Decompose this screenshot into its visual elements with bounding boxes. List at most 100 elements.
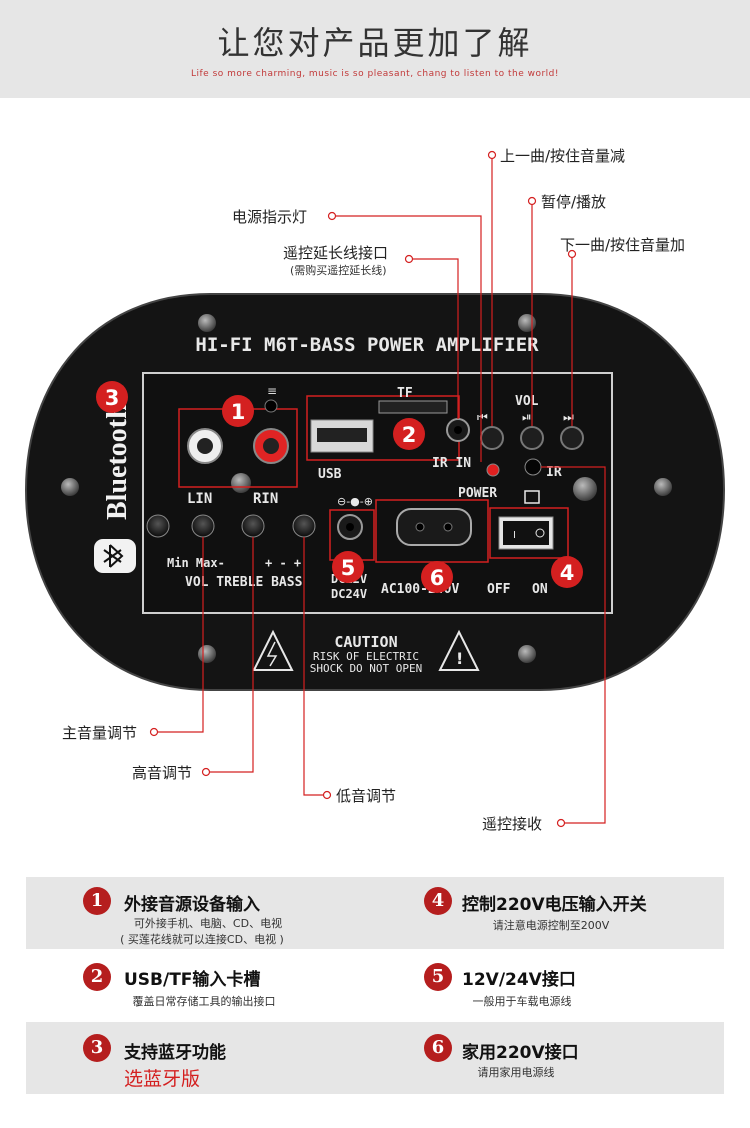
- feature-number-6: 6: [424, 1034, 452, 1062]
- caution-icon: [438, 629, 480, 671]
- feature-row-3: 3 支持蓝牙功能 选蓝牙版 6 家用220V接口 请用家用电源线: [26, 1022, 724, 1094]
- page-header: 让您对产品更加了解 Life so more charming, music i…: [0, 0, 750, 98]
- model-title: HI-FI M6T-BASS POWER AMPLIFIER: [195, 334, 539, 356]
- tf-card-slot[interactable]: [378, 400, 448, 414]
- feature-title-2: USB/TF输入卡槽: [124, 970, 261, 990]
- screw-icon: [573, 477, 597, 501]
- caution-line-2: SHOCK DO NOT OPEN: [310, 662, 423, 675]
- feature-number-2: 2: [83, 963, 111, 991]
- badge-3: [96, 381, 128, 413]
- ac-input-socket[interactable]: [396, 508, 472, 546]
- next-track-button[interactable]: [560, 426, 584, 450]
- feature-number-5: 5: [424, 963, 452, 991]
- caution-title: CAUTION: [334, 633, 397, 651]
- label-usb: USB: [318, 467, 342, 482]
- callout-bass: 低音调节: [336, 787, 397, 805]
- label-lin: LIN: [187, 491, 212, 507]
- svg-text:1: 1: [231, 400, 246, 424]
- bluetooth-icon: [103, 544, 124, 568]
- page-subtitle: Life so more charming, music is so pleas…: [190, 69, 559, 79]
- screw-icon: [198, 314, 216, 332]
- warning-icon: [252, 629, 294, 671]
- screw-icon: [518, 645, 536, 663]
- feature-title-5: 12V/24V接口: [462, 970, 576, 990]
- power-led: [486, 463, 500, 477]
- page-title: 让您对产品更加了解: [217, 24, 533, 62]
- caution-line-1: RISK OF ELECTRIC: [313, 650, 419, 663]
- screw-icon: [518, 314, 536, 332]
- callout-remote-recv: 遥控接收: [482, 815, 543, 833]
- callout-remote-ext-note: (需购买遥控延长线): [290, 264, 387, 277]
- label-knob-row: VOL TREBLE BASS: [185, 575, 303, 590]
- feature-title-3: 支持蓝牙功能: [124, 1043, 226, 1063]
- svg-text:3: 3: [105, 386, 120, 410]
- feature-desc-1b: ( 买莲花线就可以连接CD、电视 ): [120, 933, 284, 946]
- badge-4: [551, 556, 583, 588]
- bass-knob[interactable]: [292, 514, 316, 538]
- svg-text:6: 6: [430, 566, 445, 590]
- svg-text:I: I: [513, 530, 516, 541]
- prev-track-button[interactable]: [480, 426, 504, 450]
- label-plus-minus: + - +: [265, 556, 301, 570]
- callout-pause-play: 暂停/播放: [541, 193, 607, 211]
- prev-track-icon: ⏮: [477, 410, 488, 424]
- svg-text:5: 5: [341, 556, 356, 580]
- label-off: OFF: [487, 582, 511, 597]
- screw-icon: [61, 478, 79, 496]
- play-pause-button[interactable]: [520, 426, 544, 450]
- switch-symbol-icon: [524, 490, 540, 504]
- svg-text:Bluetooth: Bluetooth: [102, 403, 133, 520]
- label-tf: TF: [397, 386, 413, 401]
- feature-title-6: 家用220V接口: [462, 1043, 579, 1063]
- callout-master-vol: 主音量调节: [62, 724, 138, 742]
- callout-next-track: 下一曲/按住音量加: [560, 236, 686, 254]
- callout-remote-ext: 遥控延长线接口: [283, 244, 389, 262]
- badge-5: [332, 551, 364, 583]
- feature-desc-1a: 可外接手机、电脑、CD、电视: [133, 917, 283, 930]
- label-ir-in: IR IN: [432, 456, 471, 471]
- dc-polarity-icon: ⊖-●-⊕: [337, 495, 373, 508]
- badge-6: [421, 561, 453, 593]
- feature-desc-5: 一般用于车载电源线: [472, 995, 572, 1008]
- feature-desc-2: 覆盖日常存储工具的输出接口: [132, 995, 276, 1008]
- feature-title-4: 控制220V电压输入开关: [462, 895, 647, 915]
- badge-2: [393, 418, 425, 450]
- svg-text:2: 2: [402, 423, 417, 447]
- aux-knob[interactable]: [146, 514, 170, 538]
- control-panel: [142, 372, 613, 614]
- label-power: POWER: [458, 486, 497, 501]
- label-on: ON: [532, 582, 548, 597]
- label-vol: VOL: [515, 394, 539, 409]
- callout-treble: 高音调节: [132, 764, 193, 782]
- switch-frame: [489, 507, 569, 559]
- callout-power-light: 电源指示灯: [232, 208, 308, 226]
- callout-lines: [149, 150, 606, 828]
- feature-desc-4: 请注意电源控制至200V: [492, 919, 610, 932]
- play-pause-icon: ⏯: [522, 410, 532, 424]
- ir-receiver: [524, 458, 542, 476]
- feature-row-1: 1 外接音源设备输入 可外接手机、电脑、CD、电视 ( 买莲花线就可以连接CD、…: [26, 877, 724, 949]
- label-dc-bottom: DC24V: [331, 587, 367, 601]
- svg-text:!: !: [456, 649, 463, 668]
- screw-icon: [231, 473, 251, 493]
- volume-knob[interactable]: [191, 514, 215, 538]
- antenna-icon: ≡: [267, 384, 277, 398]
- next-track-icon: ⏭: [563, 410, 574, 424]
- feature-row-2: 2 USB/TF输入卡槽 覆盖日常存储工具的输出接口 5 12V/24V接口 一…: [26, 951, 724, 1023]
- svg-text:4: 4: [560, 561, 575, 585]
- feature-desc-6: 请用家用电源线: [477, 1066, 555, 1079]
- antenna-port: [264, 399, 278, 413]
- feature-bluetooth-version: 选蓝牙版: [124, 1068, 201, 1090]
- bluetooth-label: Bluetooth: [94, 403, 136, 573]
- label-min-max: Min Max-: [167, 556, 225, 570]
- label-rin: RIN: [253, 491, 278, 507]
- screw-icon: [198, 645, 216, 663]
- treble-knob[interactable]: [241, 514, 265, 538]
- screw-icon: [654, 478, 672, 496]
- feature-number-4: 4: [424, 887, 452, 915]
- callout-prev-track: 上一曲/按住音量减: [500, 147, 626, 165]
- badge-1: [222, 395, 254, 427]
- label-ir: IR: [546, 465, 562, 480]
- feature-number-1: 1: [83, 887, 111, 915]
